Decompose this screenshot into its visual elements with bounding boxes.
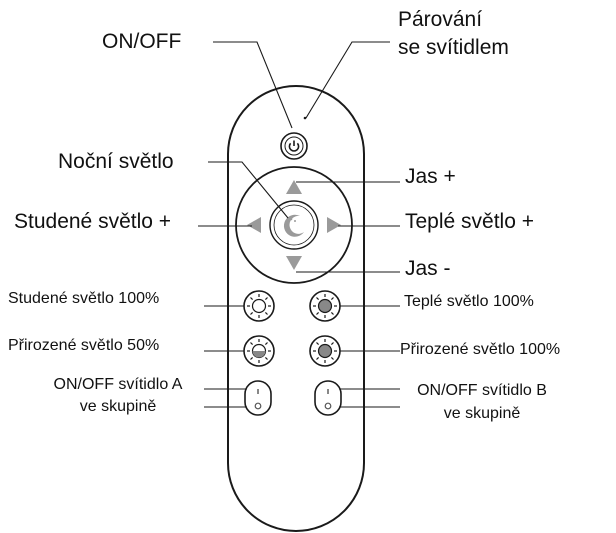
arrow-up-icon[interactable] (286, 180, 302, 194)
moon-icon (283, 214, 304, 237)
sun-dark-icon (317, 298, 333, 314)
arrow-down-icon[interactable] (286, 256, 302, 270)
label-warm-100: Teplé světlo 100% (404, 293, 534, 310)
label-night-light: Noční světlo (58, 150, 174, 173)
group-b-button[interactable] (314, 380, 342, 416)
label-pairing-2: se svítidlem (398, 36, 509, 59)
label-warm-plus: Teplé světlo + (405, 210, 534, 233)
label-pairing-1: Párování (398, 8, 483, 31)
arrow-right-icon[interactable] (327, 217, 341, 233)
cool-100-button[interactable] (243, 290, 275, 322)
label-on-off: ON/OFF (102, 30, 182, 53)
natural-50-button[interactable] (243, 335, 275, 367)
natural-100-button[interactable] (309, 335, 341, 367)
label-cool-100: Studené světlo 100% (8, 290, 160, 307)
arrow-left-icon[interactable] (247, 217, 261, 233)
sun-full-icon (317, 343, 333, 359)
label-natural-50: Přirozené světlo 50% (8, 337, 160, 354)
warm-100-button[interactable] (309, 290, 341, 322)
label-group-a-2: ve skupině (79, 398, 157, 415)
sun-light-icon (251, 298, 267, 314)
label-group-b-1: ON/OFF svítidlo B (417, 382, 547, 399)
pairing-hole[interactable] (303, 116, 307, 120)
label-cool-plus: Studené světlo + (14, 210, 172, 233)
label-natural-100: Přirozené světlo 100% (400, 341, 561, 358)
night-light-button[interactable] (269, 200, 319, 250)
label-brightness-up: Jas + (405, 165, 456, 188)
label-group-b-2: ve skupině (443, 405, 521, 422)
label-brightness-down: Jas - (405, 257, 451, 280)
label-group-a-1: ON/OFF svítidlo A (53, 376, 183, 393)
leader-lines (198, 41, 400, 408)
power-button[interactable] (280, 132, 308, 160)
sun-half-icon (252, 351, 266, 358)
group-a-button[interactable] (244, 380, 272, 416)
